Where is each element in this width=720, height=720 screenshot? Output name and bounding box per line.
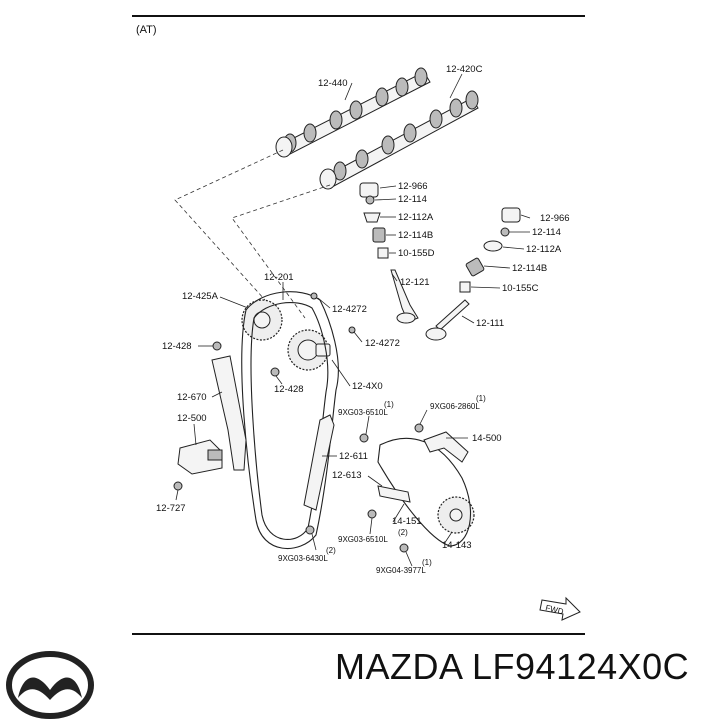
label-12-114-b: 12-114 — [532, 227, 561, 238]
valve-train-left — [359, 182, 419, 324]
label-12-112a-b: 12-112A — [526, 244, 562, 255]
alignment-dash-right — [231, 184, 331, 319]
qty-1-b: (1) — [476, 394, 486, 403]
label-12-440: 12-440 — [318, 78, 348, 89]
label-10-155d: 10-155D — [398, 248, 435, 259]
label-12-611: 12-611 — [339, 451, 368, 462]
fwd-arrow-icon: FWD — [539, 596, 581, 621]
label-12-4x0: 12-4X0 — [352, 381, 383, 392]
camshaft-intake — [275, 67, 431, 158]
oilpump-chain — [377, 437, 471, 547]
label-14-151: 14-151 — [392, 516, 422, 527]
label-12-114b-b: 12-114B — [512, 263, 547, 274]
qty-2-a: (2) — [398, 528, 408, 537]
qty-2-b: (2) — [326, 546, 336, 555]
qty-1-c: (1) — [422, 558, 432, 567]
label-12-114b-a: 12-114B — [398, 230, 433, 241]
mazda-logo-icon — [6, 651, 94, 719]
fwd-label: FWD — [545, 603, 565, 616]
label-12-114-a: 12-114 — [398, 194, 427, 205]
label-12-500: 12-500 — [177, 413, 207, 424]
label-12-425a: 12-425A — [182, 291, 219, 302]
brand-caption: MAZDA LF94124X0C — [335, 646, 690, 687]
sprocket-exhaust — [287, 329, 331, 371]
label-12-201: 12-201 — [264, 272, 294, 283]
label-9xg03-6510l-b: 9XG03-6510L — [338, 535, 388, 544]
label-12-420c: 12-420C — [446, 64, 483, 75]
bolts — [173, 292, 424, 553]
oilpump-tensioner — [423, 431, 469, 463]
label-9xg03-6510l-a: 9XG03-6510L — [338, 408, 388, 417]
label-12-4272-b: 12-4272 — [365, 338, 400, 349]
chain-guide-left — [211, 355, 247, 471]
sprocket-oilpump — [437, 496, 475, 534]
alignment-dash-left — [174, 149, 284, 301]
variant-label: (AT) — [136, 24, 157, 36]
chain-guide-right — [303, 414, 335, 511]
label-12-121: 12-121 — [400, 277, 430, 288]
leader-lines — [175, 73, 531, 567]
label-12-966-b: 12-966 — [540, 213, 570, 224]
part-labels: 12-440 12-420C 12-966 12-114 12-112A 12-… — [156, 64, 570, 575]
label-14-500: 14-500 — [472, 433, 502, 444]
label-14-143: 14-143 — [442, 540, 472, 551]
label-9xg03-6430l: 9XG03-6430L — [278, 554, 328, 563]
label-12-727: 12-727 — [156, 503, 186, 514]
label-12-428-b: 12-428 — [274, 384, 304, 395]
label-12-428-a: 12-428 — [162, 341, 192, 352]
label-12-111: 12-111 — [476, 318, 504, 329]
label-12-966-a: 12-966 — [398, 181, 428, 192]
label-9xg06-2860l: 9XG06-2860L — [430, 402, 480, 411]
label-12-112a-a: 12-112A — [398, 212, 434, 223]
label-12-4272-a: 12-4272 — [332, 304, 367, 315]
label-10-155c: 10-155C — [502, 283, 539, 294]
valve-train-right — [425, 207, 521, 341]
label-12-670: 12-670 — [177, 392, 207, 403]
camshaft-exhaust — [319, 90, 479, 190]
chain-tensioner — [177, 439, 223, 475]
label-9xg04-3977l: 9XG04-3977L — [376, 566, 426, 575]
sprocket-intake — [241, 299, 283, 341]
oilpump-guide — [377, 485, 411, 503]
label-12-613: 12-613 — [332, 470, 362, 481]
qty-1-a: (1) — [384, 400, 394, 409]
